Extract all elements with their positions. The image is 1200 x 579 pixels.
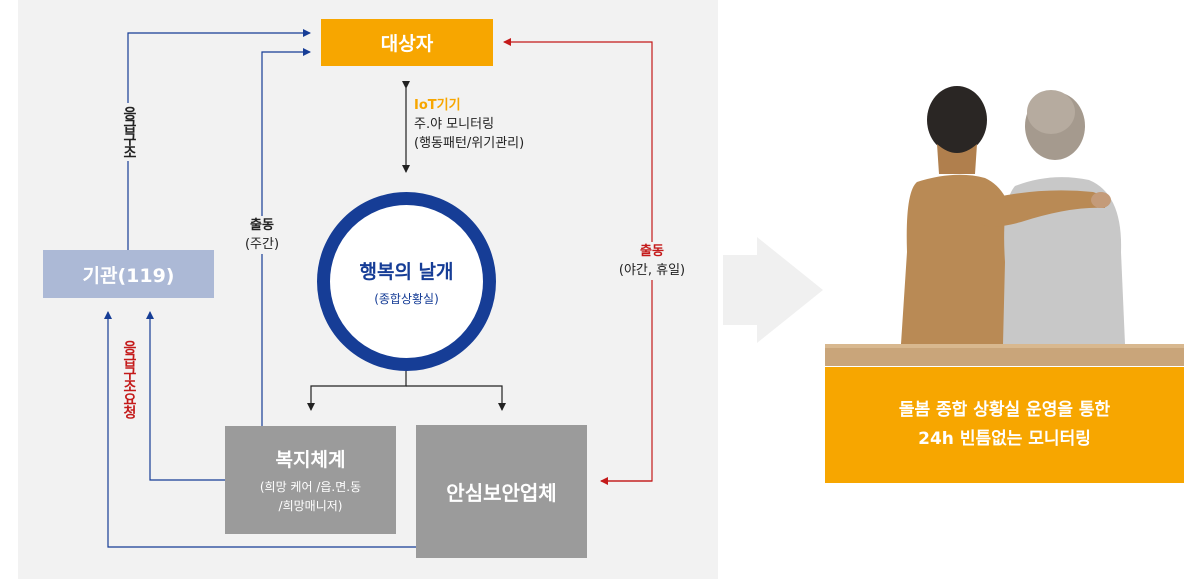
center-to-welfare-line [307,371,407,411]
welfare-to-target-line [261,48,311,426]
target-label: 대상자 [380,33,434,55]
iot-line-2: (행동패턴/위기관리) [414,136,525,151]
dispatch-night-title: 출동 [640,244,664,259]
right-arrow-icon [723,237,823,343]
caption-box: 돌봄 종합 상황실 운영을 통한 24h 빈틈없는 모니터링 [825,367,1184,483]
center-to-security-line [406,385,506,411]
welfare-sub-1: (희망 케어 /읍.면.동 [259,479,362,494]
dispatch-day-sub: (주간) [244,237,280,252]
welfare-node: 복지체계 (희망 케어 /읍.면.동 /희망매니저) [225,426,396,534]
welfare-to-agency-line [146,311,225,481]
target-node: 대상자 [321,19,493,66]
security-to-agency-line [104,311,416,548]
agency-node: 기관(119) [43,250,214,298]
agency-to-target-line [127,29,311,250]
dispatch-day-title: 출동 [250,218,274,233]
caption-line-1: 돌봄 종합 상황실 운영을 통한 [898,400,1111,420]
center-title: 행복의 날개 [359,260,454,283]
dispatch-day-label: 출동 (주간) [236,216,288,254]
emergency-rescue-label: 응급구조 [119,103,139,161]
center-subtitle: (종합상황실) [374,291,439,306]
elderly-couple-illustration [825,86,1184,366]
agency-label: 기관(119) [82,264,175,287]
welfare-title: 복지체계 [275,448,346,471]
caption-line-2: 24h 빈틈없는 모니터링 [918,429,1091,449]
security-node: 안심보안업체 [416,425,587,558]
dispatch-night-sub: (야간, 휴일) [618,263,686,278]
emergency-request-label: 응급구조요청 [119,338,139,420]
welfare-sub-2: /희망매니저) [278,498,343,513]
security-label: 안심보안업체 [446,481,557,505]
center-ring: 행복의 날개 (종합상황실) [317,192,496,371]
iot-title: IoT기기 [414,98,461,113]
dispatch-night-label: 출동 (야간, 휴일) [610,242,694,280]
iot-line-1: 주.야 모니터링 [414,117,495,132]
iot-label: IoT기기 주.야 모니터링 (행동패턴/위기관리) [414,96,524,153]
